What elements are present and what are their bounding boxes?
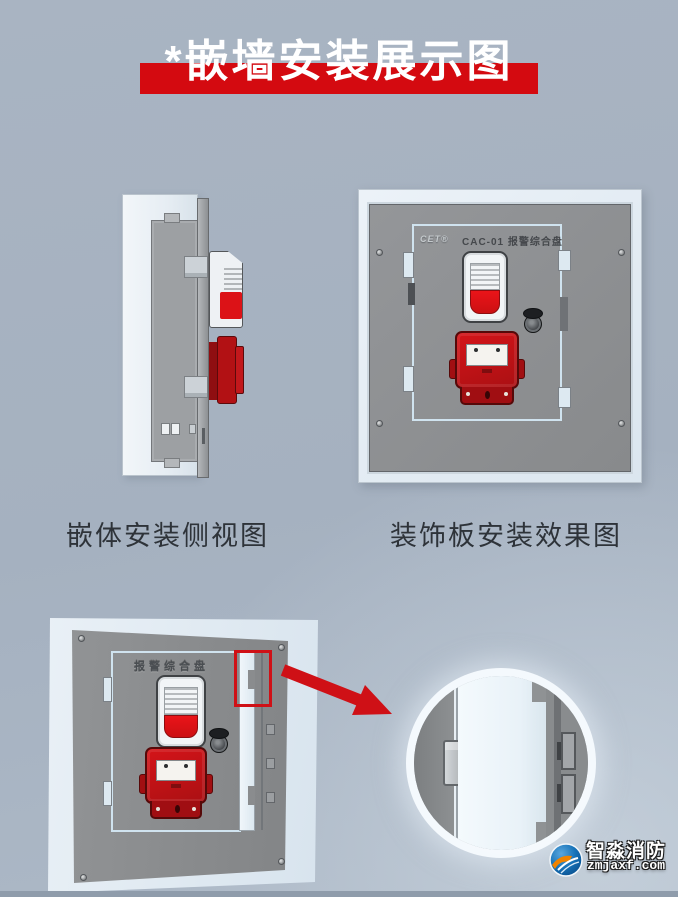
- button-cap: [209, 728, 229, 740]
- door-hinge: [103, 677, 112, 702]
- latch-mark: [266, 758, 275, 769]
- call-point-window: [155, 760, 197, 782]
- bottom-strip: [0, 891, 678, 897]
- window-dot: [474, 348, 479, 353]
- screw: [618, 249, 625, 256]
- recess-box-tab-bottom: [164, 458, 180, 468]
- call-point-label-line: [171, 783, 181, 788]
- sounder-grille: [164, 686, 198, 715]
- door-label: 报警综合盘: [134, 661, 209, 673]
- button-cap: [523, 308, 543, 320]
- call-point-front: [235, 346, 244, 394]
- title-red-band: [140, 63, 538, 94]
- page-title: *嵌墙安装展示图: [164, 37, 514, 86]
- black-stop-button: [209, 728, 229, 754]
- screw: [376, 420, 383, 427]
- strobe-sounder-side: [209, 251, 243, 328]
- call-point-window: [466, 344, 508, 367]
- call-point-base: [149, 801, 203, 819]
- detail-hinge-pin: [557, 742, 561, 760]
- door-hinge-pin: [408, 283, 415, 305]
- door-hinge: [403, 252, 414, 278]
- strobe-sounder: [462, 251, 508, 323]
- strobe-sounder: [156, 675, 206, 748]
- detail-hinge-pin: [557, 784, 561, 802]
- black-stop-button: [523, 308, 543, 334]
- door-latch: [558, 387, 571, 408]
- door-hinge: [103, 781, 112, 806]
- door-latch: [558, 250, 571, 271]
- screw: [78, 635, 85, 642]
- window-dot: [495, 348, 500, 353]
- trim-notch: [248, 786, 255, 805]
- call-point-label-line: [482, 368, 492, 373]
- detail-hinge-plate: [561, 732, 576, 770]
- caption-side-view: 嵌体安装侧视图: [66, 521, 269, 551]
- wire-pin: [202, 428, 205, 444]
- trim-notch: [248, 670, 255, 689]
- recess-box-tab-top: [164, 213, 180, 223]
- screw: [376, 249, 383, 256]
- terminal-block: [189, 424, 196, 434]
- mounting-clip-top: [184, 256, 208, 278]
- base-screw: [503, 392, 508, 397]
- watermark-site: zmjaxf.com: [587, 858, 666, 873]
- latch-mark: [266, 724, 275, 735]
- zoom-detail-circle: [414, 676, 588, 850]
- strobe-lens: [220, 292, 242, 319]
- detail-highlight-box: [234, 650, 272, 707]
- screw: [278, 858, 285, 865]
- key-slot: [174, 805, 180, 813]
- model-label: CAC-01 报警综合盘: [462, 237, 563, 248]
- base-screw: [466, 392, 471, 397]
- panel-edge-line: [261, 652, 263, 830]
- manual-call-point-side: [209, 330, 245, 410]
- call-point-body: [455, 331, 519, 390]
- watermark-brand: 智淼消防: [586, 841, 667, 862]
- sounder-grille: [224, 268, 242, 298]
- call-point-back: [209, 342, 218, 400]
- caption-front-view: 装饰板安装效果图: [390, 521, 622, 551]
- detail-hinge-plate: [561, 774, 576, 814]
- screw: [278, 644, 285, 651]
- screw: [80, 874, 87, 881]
- call-point-base: [460, 386, 514, 405]
- strobe-lens: [469, 290, 501, 314]
- sounder-grille: [469, 262, 501, 291]
- base-screw: [155, 806, 160, 811]
- manual-call-point: [449, 331, 525, 405]
- door-hinge: [403, 366, 414, 392]
- detail-trim-strip: [458, 676, 546, 850]
- door-latch-pin: [560, 297, 568, 331]
- window-dot: [184, 764, 189, 769]
- brand-label: CET®: [420, 234, 449, 244]
- screw: [618, 420, 625, 427]
- key-slot: [485, 390, 491, 399]
- window-dot: [163, 764, 168, 769]
- detail-gap-line: [554, 676, 561, 850]
- base-screw: [192, 806, 197, 811]
- strobe-lens: [164, 714, 198, 739]
- mounting-clip-bottom: [184, 376, 208, 398]
- terminal-block: [171, 423, 180, 435]
- manual-call-point: [139, 747, 213, 819]
- zhimiao-fire-logo-icon: [549, 843, 583, 877]
- terminal-block: [161, 423, 170, 435]
- latch-mark: [266, 792, 275, 803]
